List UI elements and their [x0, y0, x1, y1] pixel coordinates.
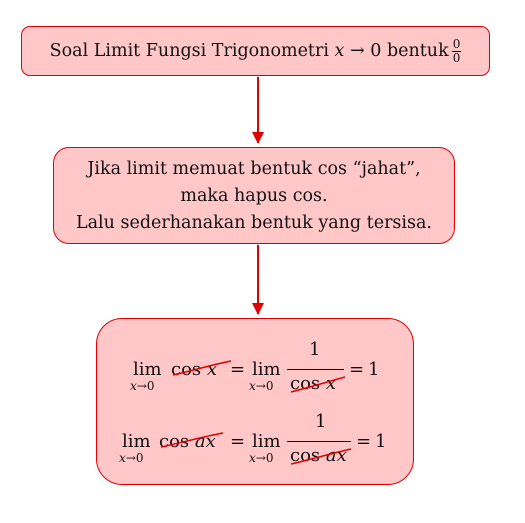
equation-2-numerator: 1 — [315, 411, 327, 432]
equation-1-lhs-strike — [172, 360, 232, 376]
cos-function: cos — [290, 445, 326, 466]
cos-function: cos — [159, 431, 195, 452]
cos-argument: x — [206, 359, 218, 380]
instruction-line-2: maka hapus cos. — [180, 186, 328, 206]
cos-function: cos — [290, 373, 326, 394]
title-text-group: Soal Limit Fungsi Trigonometri x → 0 ben… — [50, 38, 462, 65]
limit-approach: →0 — [255, 451, 274, 465]
instruction-line-1: Jika limit memuat bentuk cos “jahat”, — [87, 159, 421, 179]
instruction-node: Jika limit memuat bentuk cos “jahat”, ma… — [53, 147, 455, 244]
equation-1-fraction-bar — [287, 369, 344, 371]
title-suffix: bentuk — [386, 41, 449, 61]
equation-1-lhs-expr: cos x — [171, 359, 217, 380]
instruction-line-3: Lalu sederhanakan bentuk yang tersisa. — [76, 213, 432, 233]
equation-2-lhs-strike — [160, 432, 224, 448]
limit-variable: x — [249, 451, 256, 465]
limit-variable: x — [249, 379, 256, 393]
equation-1-denominator: cos x — [290, 373, 336, 394]
equation-1-equals-2: = — [349, 359, 365, 380]
limit-approach: →0 — [125, 451, 144, 465]
equation-2-fraction-bar — [287, 441, 351, 443]
equation-2-rhs-strike — [290, 448, 352, 465]
limit-variable: x — [119, 451, 126, 465]
limit-approach: →0 — [136, 379, 155, 393]
equation-1-lhs-sub: x→0 — [130, 380, 154, 392]
title-fraction-denominator: 0 — [452, 51, 461, 65]
equation-1-numerator: 1 — [309, 339, 321, 360]
equation-2-rhs-lim: lim — [252, 431, 281, 452]
equation-2-denominator: cos ax — [290, 445, 347, 466]
title-node: Soal Limit Fungsi Trigonometri x → 0 ben… — [21, 26, 490, 76]
cos-argument: x — [325, 373, 337, 394]
title-fraction-numerator: 0 — [451, 37, 462, 52]
equation-1-rhs-lim: lim — [252, 359, 281, 380]
equation-2-lhs-sub: x→0 — [119, 452, 143, 464]
equation-2-equals-2: = — [356, 431, 372, 452]
equation-1-rhs-strike — [290, 376, 346, 393]
equation-1: lim x→0 cos x = lim x→0 1 cos x = 1 — [97, 337, 413, 397]
equation-2-result: 1 — [375, 431, 387, 452]
limit-variable: x — [130, 379, 137, 393]
examples-node: lim x→0 cos x = lim x→0 1 cos x = 1 lim … — [96, 318, 414, 485]
equation-2-rhs-sub: x→0 — [249, 452, 273, 464]
equation-1-result: 1 — [368, 359, 380, 380]
edge-title-to-instruction — [252, 77, 264, 144]
equation-1-rhs-sub: x→0 — [249, 380, 273, 392]
equation-2-lhs-lim: lim — [122, 431, 151, 452]
equation-2: lim x→0 cos ax = lim x→0 1 cos ax = 1 — [97, 409, 413, 469]
cos-argument: ax — [325, 445, 347, 466]
equation-1-lhs-lim: lim — [133, 359, 162, 380]
title-variable: x — [334, 41, 345, 61]
title-target: 0 — [370, 41, 382, 61]
equation-2-equals-1: = — [230, 431, 246, 452]
title-arrow: → — [349, 41, 365, 61]
equation-1-equals-1: = — [230, 359, 246, 380]
edge-instruction-to-examples — [252, 245, 264, 315]
title-text: Soal Limit Fungsi Trigonometri — [49, 41, 329, 61]
cos-function: cos — [171, 359, 207, 380]
limit-approach: →0 — [255, 379, 274, 393]
